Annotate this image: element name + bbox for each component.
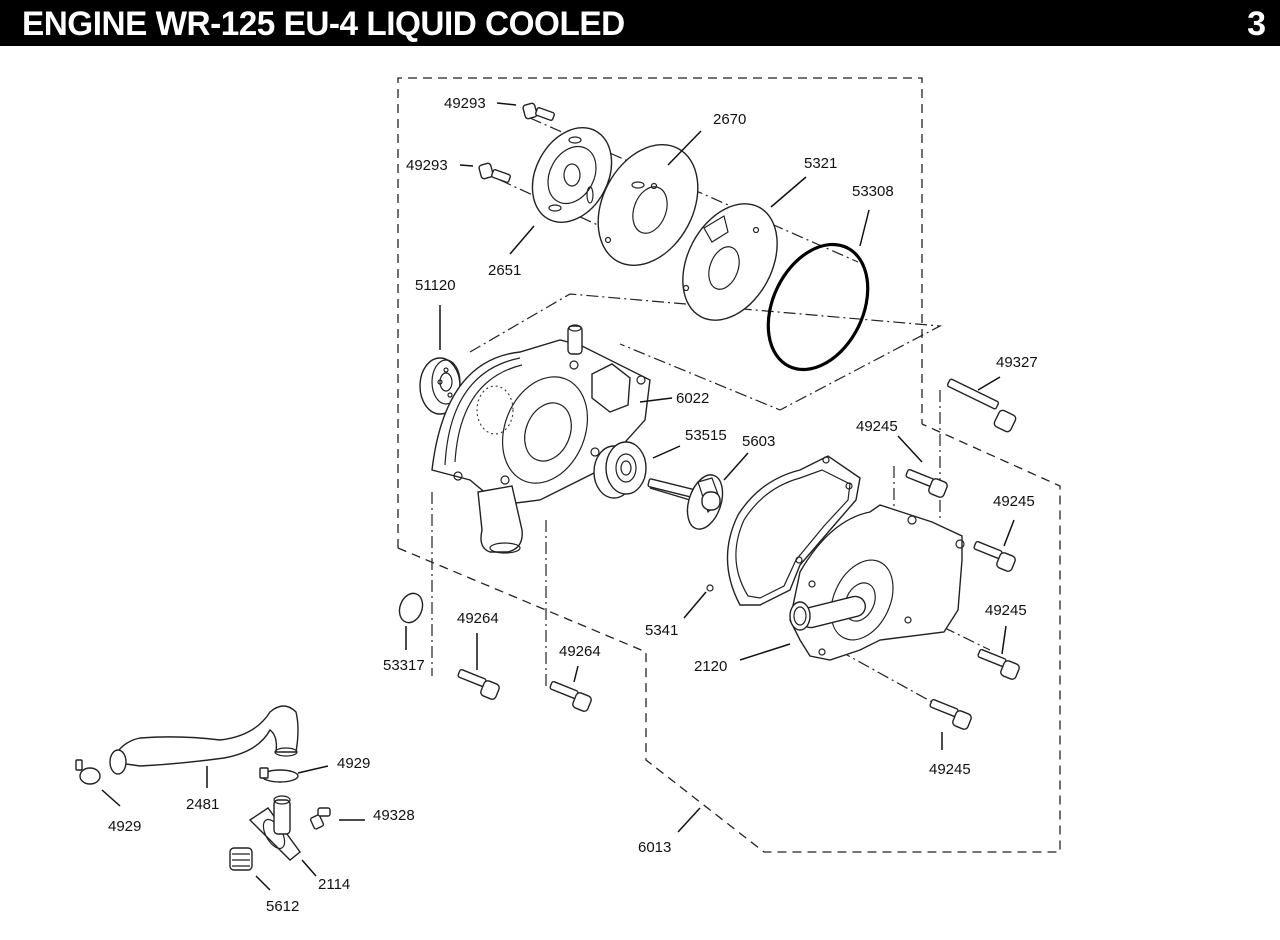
leader-lines: [101, 102, 1015, 891]
pump-housing-6022[interactable]: [431, 324, 651, 554]
assembly-boundary-upper: [397, 77, 1061, 853]
callout-49328[interactable]: 49328: [373, 807, 415, 824]
callout-53317[interactable]: 53317: [383, 657, 425, 674]
gasket-plate-5321[interactable]: [664, 188, 796, 337]
bolt-49264-right[interactable]: [549, 680, 593, 712]
callout-5612[interactable]: 5612: [266, 898, 299, 915]
bolt-49293-lower[interactable]: [478, 162, 511, 183]
pump-cover-2120[interactable]: [789, 504, 965, 661]
callout-49327[interactable]: 49327: [996, 354, 1038, 371]
callout-49293-upper[interactable]: 49293: [444, 95, 486, 112]
callout-2481[interactable]: 2481: [186, 796, 219, 813]
coolant-hose-2481[interactable]: [109, 705, 299, 775]
seal-53515[interactable]: [593, 441, 647, 499]
bearing-51120[interactable]: [419, 357, 461, 415]
callout-49245-bottom[interactable]: 49245: [929, 761, 971, 778]
plate-2670[interactable]: [578, 127, 718, 282]
callout-4929-left[interactable]: 4929: [108, 818, 141, 835]
callout-5603[interactable]: 5603: [742, 433, 775, 450]
screw-49328[interactable]: [309, 807, 331, 830]
impeller-5603[interactable]: [647, 470, 729, 533]
bolt-49245-right-upper[interactable]: [973, 540, 1017, 572]
callout-2670[interactable]: 2670: [713, 111, 746, 128]
callout-53515[interactable]: 53515: [685, 427, 727, 444]
bolt-49245-right-lower[interactable]: [977, 648, 1021, 680]
callout-labels: 49293 49293 2670 5321 53308 2651 51120 6…: [108, 95, 1038, 915]
callout-2120[interactable]: 2120: [694, 658, 727, 675]
gasket-5341[interactable]: [706, 455, 861, 606]
callout-53308[interactable]: 53308: [852, 183, 894, 200]
hose-clamp-4929-left[interactable]: [75, 759, 101, 785]
hose-clamp-4929-right[interactable]: [259, 767, 299, 783]
thermostat-housing-2114[interactable]: [248, 795, 301, 861]
thermostat-5612[interactable]: [229, 847, 253, 871]
bolt-49245-bottom[interactable]: [929, 698, 973, 730]
page-title: ENGINE WR-125 EU-4 LIQUID COOLED: [22, 5, 625, 43]
o-ring-53308[interactable]: [749, 228, 888, 386]
page-header: ENGINE WR-125 EU-4 LIQUID COOLED 3: [0, 0, 1280, 46]
bolt-49245-top[interactable]: [905, 468, 949, 498]
callout-5321[interactable]: 5321: [804, 155, 837, 172]
long-bolt-49327[interactable]: [946, 378, 1017, 433]
callout-49264-right[interactable]: 49264: [559, 643, 601, 660]
callout-49245-right-upper[interactable]: 49245: [993, 493, 1035, 510]
callout-49264-left[interactable]: 49264: [457, 610, 499, 627]
callout-4929-right[interactable]: 4929: [337, 755, 370, 772]
cover-flange-2651[interactable]: [517, 114, 628, 236]
callout-49245-right-lower[interactable]: 49245: [985, 602, 1027, 619]
callout-2651[interactable]: 2651: [488, 262, 521, 279]
callout-6013[interactable]: 6013: [638, 839, 671, 856]
plug-53317[interactable]: [396, 590, 427, 626]
housing-subassembly-boundary: [469, 293, 943, 411]
bolt-49293-upper[interactable]: [522, 102, 555, 121]
callout-51120[interactable]: 51120: [415, 277, 456, 294]
callout-5341[interactable]: 5341: [645, 622, 678, 639]
callout-6022[interactable]: 6022: [676, 390, 709, 407]
callout-49245-top[interactable]: 49245: [856, 418, 898, 435]
bolt-49264-left[interactable]: [457, 668, 501, 700]
page-number: 3: [1247, 5, 1266, 43]
callout-2114[interactable]: 2114: [318, 876, 350, 893]
callout-49293-lower[interactable]: 49293: [406, 157, 448, 174]
